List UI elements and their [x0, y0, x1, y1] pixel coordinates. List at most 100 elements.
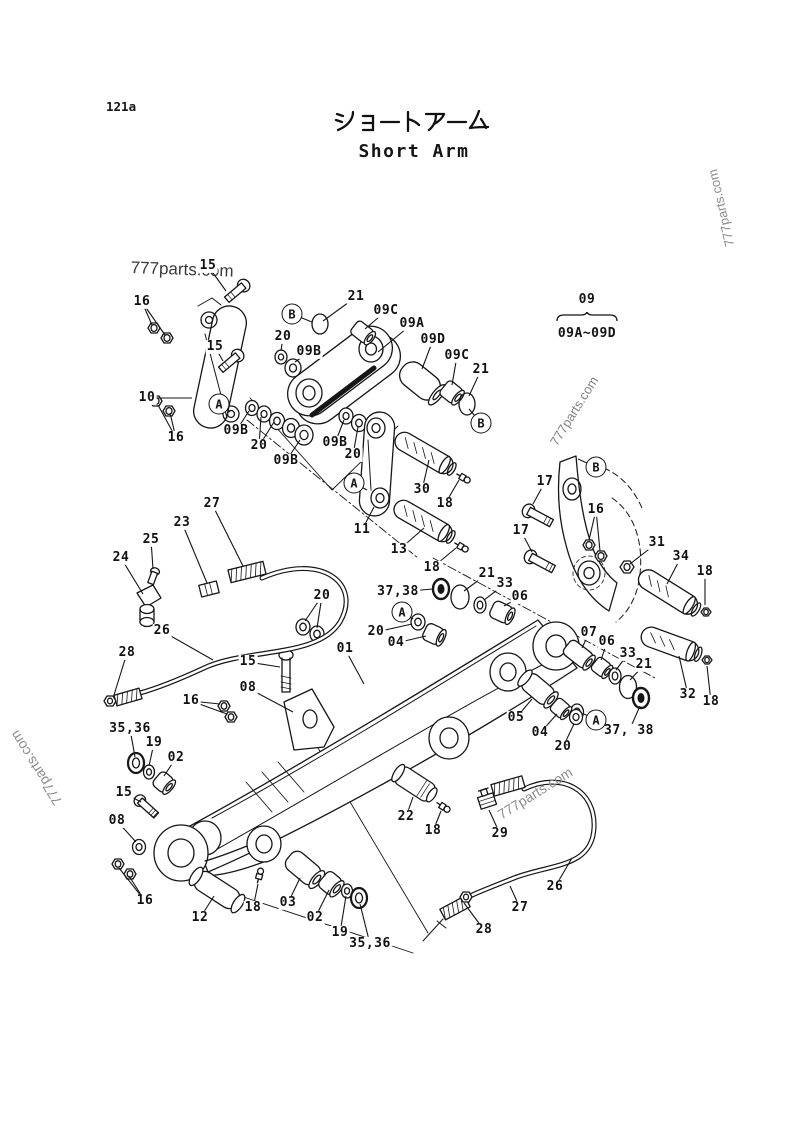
pin-03-drawing	[284, 850, 326, 890]
leader-line	[595, 509, 601, 552]
leader-line	[235, 410, 250, 432]
leader-line	[554, 857, 573, 888]
bushing-02-drawing	[152, 771, 177, 796]
leader-line	[118, 867, 146, 902]
washer-08-drawing	[131, 838, 147, 856]
leader-line	[398, 527, 425, 551]
pin-32-drawing	[640, 626, 703, 663]
leader-line	[285, 439, 301, 462]
seal-35-36-drawing	[126, 751, 146, 775]
leader-line	[397, 588, 434, 593]
legend-range: 09A~09D	[557, 326, 617, 341]
leader-line	[395, 635, 427, 644]
bolt-15-drawing	[223, 278, 251, 304]
grease-fitting-18-drawing	[456, 472, 471, 484]
legend-brace	[556, 309, 618, 322]
leader-line	[615, 653, 629, 671]
bolt-15-drawing	[217, 348, 245, 374]
bolt-17-drawing	[523, 549, 557, 574]
leader-line	[581, 632, 590, 649]
leader-line	[364, 310, 387, 330]
bracket-b-drawing	[557, 455, 643, 623]
leader-line	[539, 713, 558, 734]
part-group-legend: 09 09A~09D	[551, 292, 623, 341]
leader-line	[451, 355, 458, 386]
legend-group: 09	[578, 292, 596, 307]
leader-line	[600, 641, 608, 661]
leader-line	[287, 877, 301, 904]
leader-line	[258, 416, 262, 447]
nut-16-drawing	[582, 539, 608, 562]
leader-line	[199, 895, 215, 919]
leader-line	[169, 412, 177, 439]
leader-line	[334, 419, 345, 444]
bolt-17-drawing	[521, 503, 555, 528]
leader-line	[421, 339, 434, 370]
leader-line	[444, 479, 460, 505]
title-japanese-glyphs	[334, 109, 490, 133]
leader-line	[483, 583, 506, 601]
bushings-09b-20-drawing	[244, 349, 368, 446]
leader-line	[583, 713, 597, 721]
pin-05-drawing	[517, 669, 559, 709]
leader-line	[148, 742, 155, 767]
leader-line	[353, 482, 368, 491]
leader-line	[116, 820, 137, 843]
leader-line	[468, 369, 482, 397]
nut-18-drawing	[700, 607, 712, 617]
fitting-29-drawing	[476, 787, 498, 810]
leader-line	[468, 408, 482, 424]
grease-fitting-18-drawing	[436, 801, 451, 813]
leader-line	[577, 458, 597, 468]
leader-line	[509, 885, 521, 909]
leader-line	[532, 481, 546, 505]
leader-line	[588, 509, 597, 541]
leader-line	[375, 623, 413, 633]
leader-line	[181, 522, 208, 584]
grease-fitting-18-drawing	[254, 867, 265, 884]
leader-line	[359, 903, 371, 945]
leader-line	[304, 595, 323, 622]
leader-line	[163, 757, 177, 777]
leader-line	[463, 902, 485, 931]
leader-line	[247, 661, 281, 668]
leader-line	[562, 723, 575, 748]
leader-line	[218, 403, 231, 413]
leader-line	[629, 664, 645, 681]
nut-16-drawing	[217, 700, 238, 723]
title-english: Short Arm	[358, 141, 470, 162]
leader-line	[120, 557, 144, 595]
link-09a-drawing	[287, 325, 401, 425]
bolt-15-drawing	[133, 794, 160, 819]
leader-line	[280, 336, 284, 352]
hose-26-bottom-drawing	[422, 775, 597, 942]
leader-line	[421, 459, 430, 491]
grease-fitting-18-drawing	[454, 541, 469, 553]
bushing-04-drawing	[549, 697, 573, 721]
leader-line	[432, 810, 442, 832]
bushing-02-drawing	[318, 870, 345, 898]
leader-line	[128, 875, 146, 902]
leader-line	[405, 796, 414, 818]
leader-line	[629, 542, 658, 565]
leader-line	[322, 296, 357, 322]
leader-line	[344, 648, 365, 685]
leader-line	[123, 792, 142, 803]
pin-12-drawing	[188, 866, 246, 914]
leader-line	[339, 895, 347, 934]
leader-line	[316, 595, 323, 629]
pin-34-drawing	[637, 569, 702, 617]
hose-26-top-drawing	[103, 560, 349, 707]
leader-line	[161, 630, 214, 661]
leader-line	[113, 652, 128, 696]
page-title: ショートアーム Short Arm	[334, 108, 494, 162]
leader-line	[258, 421, 275, 447]
leader-line	[352, 426, 359, 456]
leader-line	[294, 351, 310, 363]
leader-line	[361, 506, 375, 531]
leader-line	[207, 265, 227, 292]
leader-line	[401, 611, 414, 620]
leader-line	[666, 556, 682, 585]
